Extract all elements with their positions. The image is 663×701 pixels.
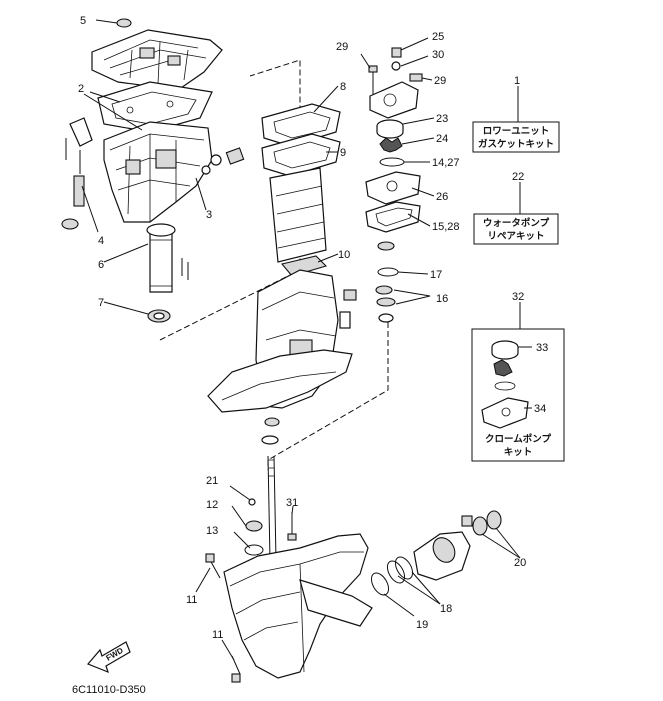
callout-34: 34 — [534, 403, 546, 415]
callout-24: 24 — [436, 133, 448, 145]
chrome-pump-kit-box — [471, 328, 565, 462]
callout-26: 26 — [436, 191, 448, 203]
callout-9: 9 — [340, 147, 346, 159]
callout-30: 30 — [432, 49, 444, 61]
callout-13: 13 — [206, 525, 218, 537]
callout-5: 5 — [80, 15, 86, 27]
callout-19: 19 — [416, 619, 428, 631]
callout-32: 32 — [512, 291, 524, 303]
callout-15-28: 15,28 — [432, 221, 460, 233]
callout-23: 23 — [436, 113, 448, 125]
top-cover-assembly — [61, 18, 245, 323]
kit-lower-unit-line2: ガスケットキット — [478, 138, 554, 150]
callout-20: 20 — [514, 557, 526, 569]
kit-water-pump-line2: リペアキット — [487, 231, 544, 242]
callout-14-27: 14,27 — [432, 157, 460, 169]
callout-1: 1 — [514, 75, 520, 87]
kit-label-chrome-pump: クロームポンプ キット — [485, 433, 551, 458]
callout-25: 25 — [432, 31, 444, 43]
callout-numbers: 5 2 3 4 6 7 8 9 10 29 25 30 29 1 23 24 1… — [78, 15, 548, 641]
callout-10: 10 — [338, 249, 350, 261]
leader-lines — [81, 19, 532, 661]
callout-11-upper: 11 — [186, 594, 197, 606]
callout-29-right: 29 — [434, 75, 446, 87]
kit-water-pump-line1: ウォータポンプ — [483, 217, 550, 229]
lower-unit-assembly — [205, 455, 502, 683]
callout-4: 4 — [98, 235, 104, 247]
upper-casing-assembly — [207, 103, 357, 445]
callout-29-left: 29 — [336, 41, 348, 53]
callout-16: 16 — [436, 293, 448, 305]
kit-label-lower-unit-gasket: ロワーユニット ガスケットキット — [472, 121, 560, 153]
callout-8: 8 — [340, 81, 346, 93]
callout-3: 3 — [206, 209, 212, 221]
callout-12: 12 — [206, 499, 218, 511]
callout-11-lower: 11 — [212, 629, 223, 641]
callout-21: 21 — [206, 475, 218, 487]
diagram-code: 6C11010-D350 — [72, 684, 146, 696]
fwd-arrow: FWD — [86, 641, 131, 674]
water-pump-assembly — [365, 47, 423, 323]
callout-6: 6 — [98, 259, 104, 271]
kit-chrome-pump-line2: キット — [504, 447, 533, 458]
callout-33: 33 — [536, 342, 548, 354]
callout-18: 18 — [440, 603, 452, 615]
callout-17: 17 — [430, 269, 442, 281]
callout-31: 31 — [286, 497, 298, 509]
kit-chrome-pump-line1: クロームポンプ — [485, 433, 551, 445]
callout-2: 2 — [78, 83, 84, 95]
kit-lower-unit-line1: ロワーユニット — [483, 126, 550, 137]
callout-7: 7 — [98, 297, 104, 309]
kit-label-water-pump-repair: ウォータポンプ リペアキット — [473, 213, 559, 245]
callout-22: 22 — [512, 171, 524, 183]
